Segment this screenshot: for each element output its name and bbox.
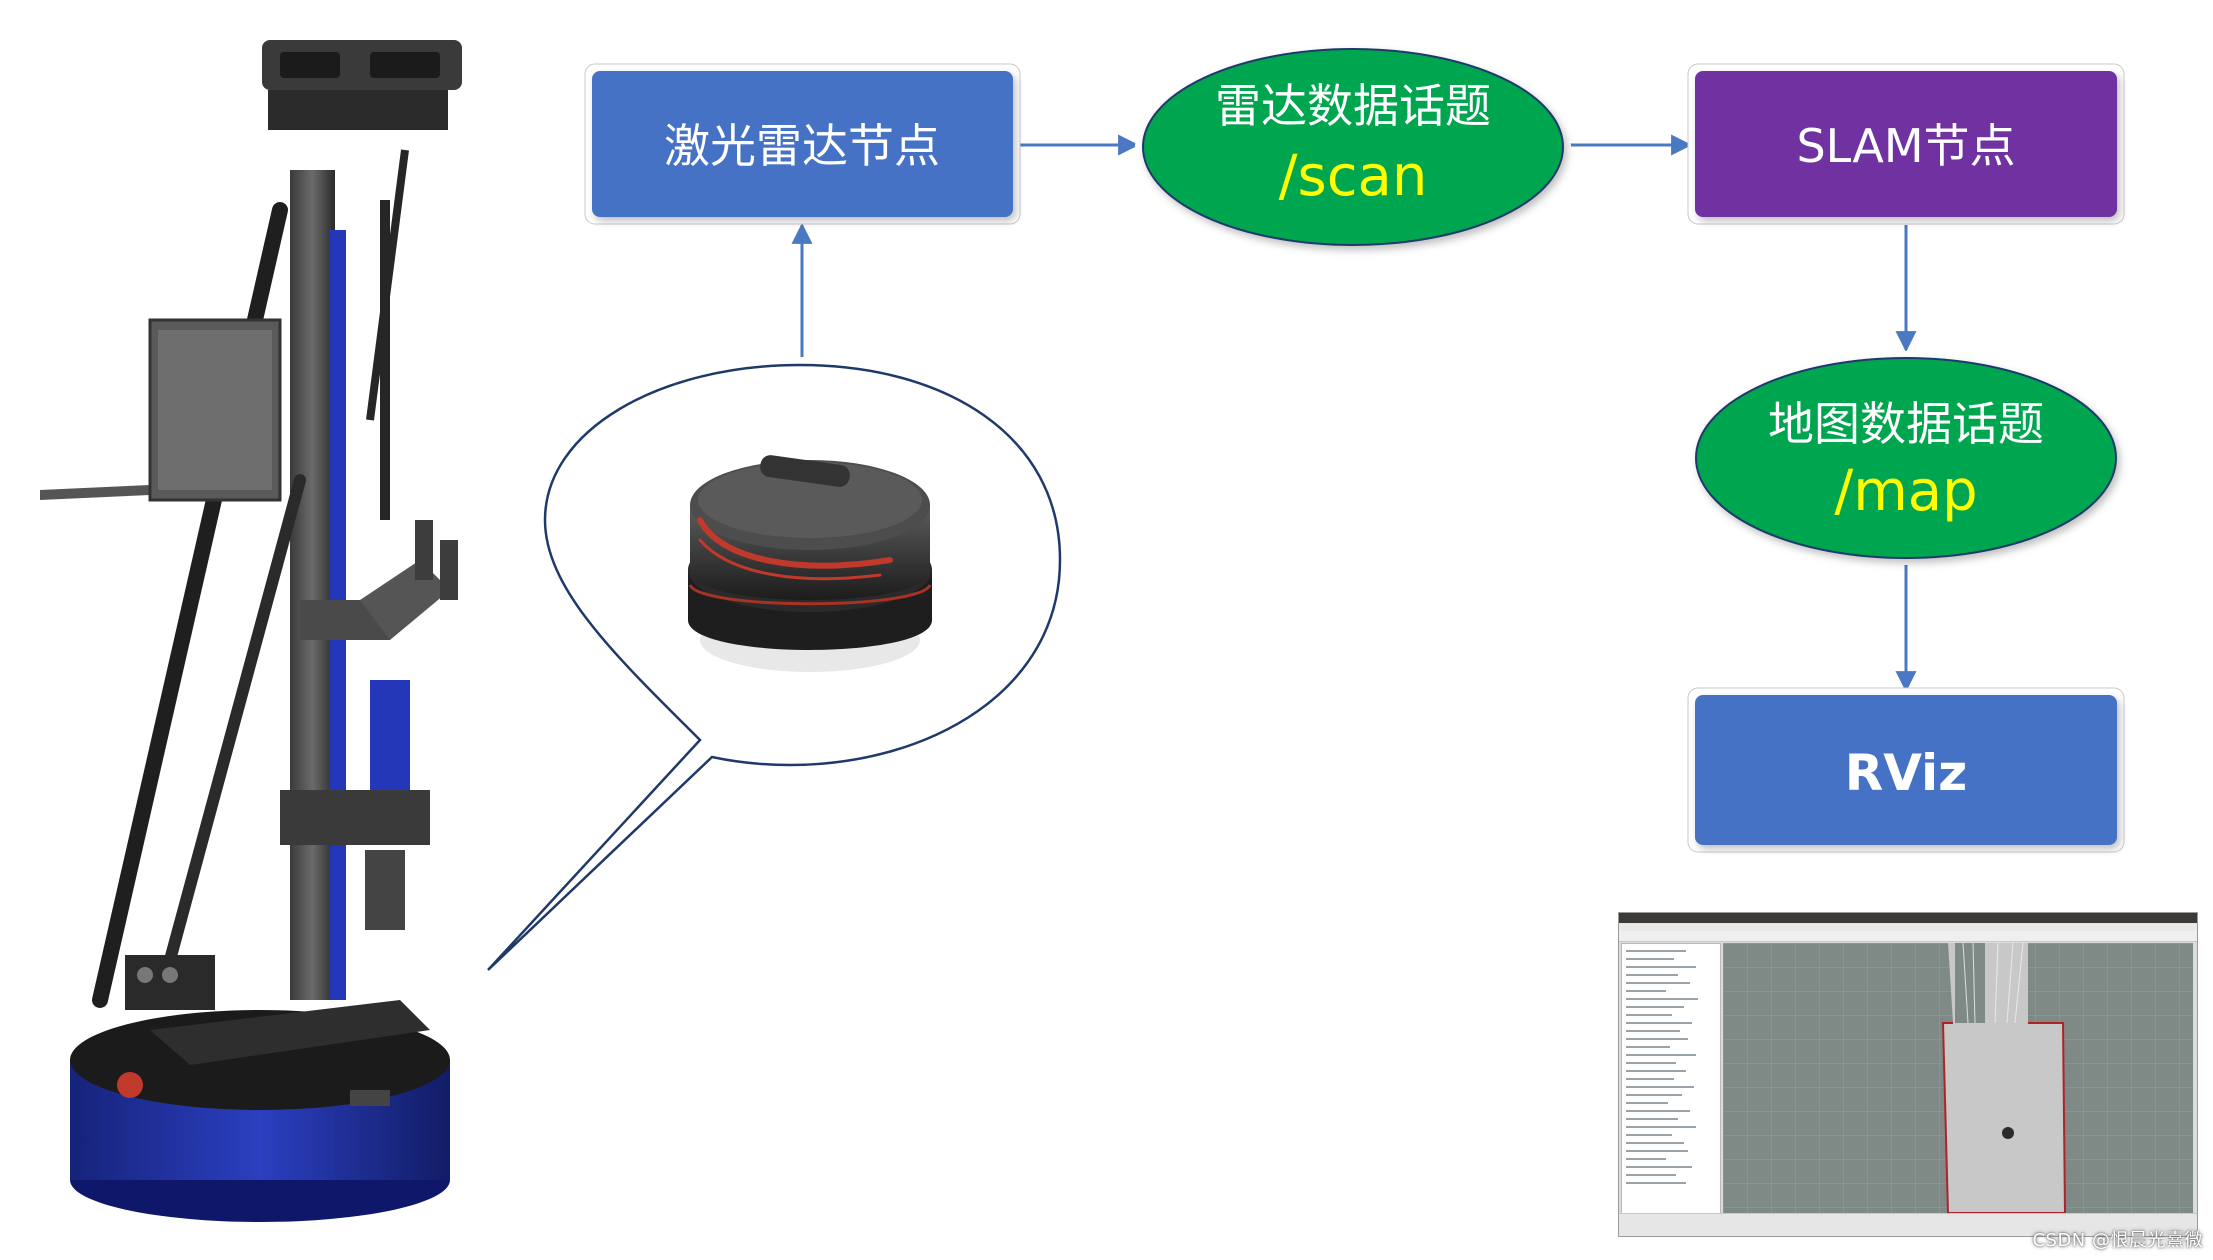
map-topic-name: /map — [1834, 459, 1977, 524]
robot-display-panel — [350, 1090, 390, 1106]
robot-strut-mid — [164, 474, 306, 966]
scan-topic-label: 雷达数据话题 — [1215, 79, 1491, 133]
scan-topic-name: /scan — [1279, 144, 1428, 209]
chassis-plate — [150, 1000, 430, 1065]
rviz-titlebar — [1619, 913, 2197, 923]
rviz-displays-panel — [1621, 943, 1721, 1215]
rviz-robot-marker — [2002, 1127, 2014, 1139]
robot-main-column — [290, 170, 335, 1000]
map-topic-ellipse — [1695, 357, 2117, 559]
rviz-3d-view — [1723, 943, 2193, 1213]
map-topic-label: 地图数据话题 — [1768, 397, 2044, 451]
rviz-map-render — [1723, 943, 2193, 1213]
rviz-statusbar — [1619, 1213, 2197, 1236]
watermark: CSDN @恨晨光熹微 — [2032, 1230, 2203, 1251]
rviz-node-label: RViz — [1845, 744, 1968, 802]
slam-node: SLAM节点 — [1687, 63, 2125, 225]
robot-illustration — [40, 40, 462, 1222]
lidar-callout — [487, 363, 1062, 971]
map-topic: 地图数据话题 /map — [1688, 351, 2124, 565]
emergency-stop-icon — [117, 1072, 143, 1098]
lidar-node: 激光雷达节点 — [584, 63, 1021, 225]
slam-node-label: SLAM节点 — [1796, 119, 2015, 173]
scan-topic-ellipse — [1142, 48, 1564, 246]
robot-arm-motor — [370, 680, 410, 800]
connectors — [791, 134, 1917, 693]
rviz-toolbar — [1619, 931, 2197, 942]
lidar-node-box — [592, 71, 1013, 217]
scan-topic: 雷达数据话题 /scan — [1135, 42, 1571, 252]
lidar-sensor-icon — [688, 455, 932, 672]
gripper-finger-left — [415, 520, 433, 580]
laptop-tray — [40, 485, 150, 500]
robot-rod-right-2 — [366, 149, 409, 421]
slam-node-box — [1695, 71, 2117, 217]
rviz-node-box — [1695, 695, 2117, 845]
robot-lower-bracket — [280, 790, 430, 845]
lidar-node-label: 激光雷达节点 — [664, 119, 940, 173]
rviz-screenshot — [1618, 912, 2198, 1237]
rviz-node: RViz — [1687, 687, 2125, 853]
robot-head-bracket — [268, 90, 448, 130]
gripper-finger-right — [440, 540, 458, 600]
